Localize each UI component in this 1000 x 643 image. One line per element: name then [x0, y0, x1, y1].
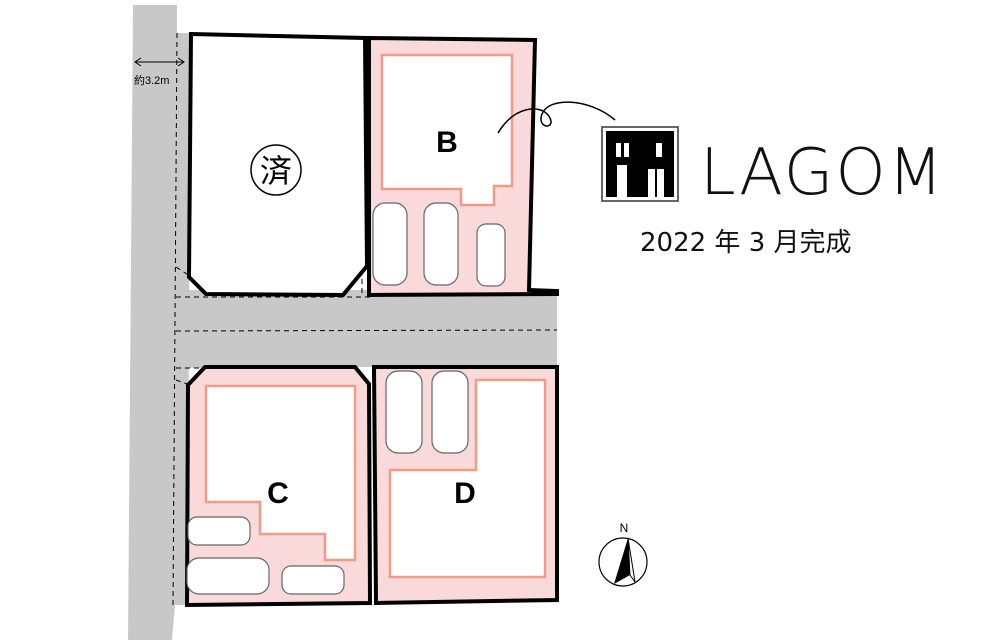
building-outline-d [388, 378, 547, 579]
lot-c-label: C [267, 477, 289, 510]
lot-sold-label: 済 [260, 152, 292, 190]
road-vertical [128, 5, 190, 640]
road-width-label: 約3.2m [134, 73, 169, 87]
lot-d-label: D [454, 477, 476, 510]
north-arrow-icon [614, 538, 630, 584]
car-icon [476, 223, 506, 287]
building-outline-b [380, 53, 514, 207]
lot-b-label: B [436, 126, 458, 159]
building-outline-c [204, 384, 357, 562]
road-width-dimension [134, 57, 185, 67]
car-icon [281, 565, 345, 595]
car-icon [187, 516, 251, 546]
car-icon [186, 557, 270, 595]
lagom-logo-icon [601, 126, 679, 202]
road-horizontal [175, 290, 557, 368]
car-icon [431, 370, 469, 454]
brand-name: LAGOM [700, 136, 945, 210]
north-compass [598, 537, 648, 587]
lot-sold[interactable] [186, 31, 370, 298]
completion-date: 2022 年 3 月完成 [640, 228, 852, 258]
car-icon [385, 370, 423, 454]
sold-mark-circle [250, 144, 302, 196]
car-icon [423, 202, 459, 286]
connector-line [497, 101, 616, 134]
car-icon [372, 202, 408, 286]
compass-label: N [620, 521, 629, 535]
parking-cars [186, 202, 506, 595]
